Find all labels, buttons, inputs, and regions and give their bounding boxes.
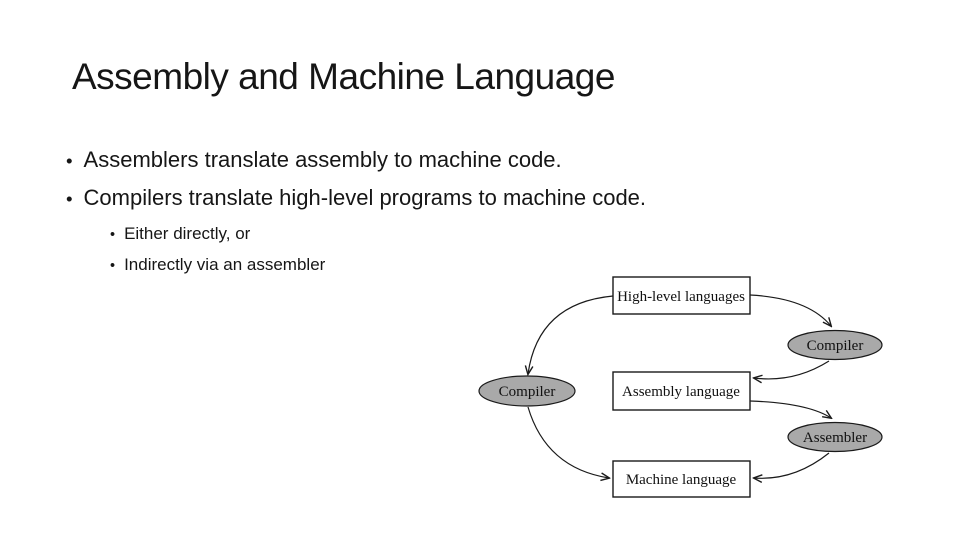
bullet-icon: •	[66, 150, 73, 171]
high-level-languages-box	[612, 276, 751, 315]
arrow-assembly-to-assembler	[749, 400, 831, 418]
bullet-text: Indirectly via an assembler	[124, 255, 326, 274]
compiler-left-ellipse	[478, 375, 576, 407]
bullet-icon: •	[110, 227, 116, 243]
compiler-right-ellipse	[787, 329, 883, 361]
sub-bullet-item: • Indirectly via an assembler	[110, 255, 325, 275]
bullet-icon: •	[66, 188, 73, 209]
bullet-item: • Compilers translate high-level program…	[66, 185, 646, 211]
high-level-languages-label: High-level languages	[617, 289, 745, 305]
bullet-text: Assemblers translate assembly to machine…	[83, 147, 562, 172]
arrow-highlevel-to-left-compiler	[528, 295, 614, 374]
compiler-right-label: Compiler	[807, 338, 864, 354]
sub-bullet-item: • Either directly, or	[110, 224, 250, 244]
bullet-icon: •	[110, 258, 116, 274]
compiler-left-label: Compiler	[499, 384, 556, 400]
slide-title: Assembly and Machine Language	[72, 56, 615, 97]
assembler-ellipse	[787, 421, 883, 453]
assembler-label: Assembler	[803, 430, 867, 446]
bullet-item: • Assemblers translate assembly to machi…	[66, 147, 562, 173]
bullet-text: Either directly, or	[124, 224, 251, 243]
arrow-left-compiler-to-machine	[527, 406, 609, 478]
assembly-language-box	[612, 371, 751, 411]
arrow-assembler-to-machine	[754, 452, 830, 478]
bullet-text: Compilers translate high-level programs …	[83, 185, 647, 210]
machine-language-label: Machine language	[626, 472, 737, 488]
assembly-language-label: Assembly language	[622, 384, 740, 400]
arrow-right-compiler-to-assembly	[754, 360, 830, 379]
arrow-highlevel-to-right-compiler	[749, 294, 831, 326]
machine-language-box	[612, 460, 751, 498]
